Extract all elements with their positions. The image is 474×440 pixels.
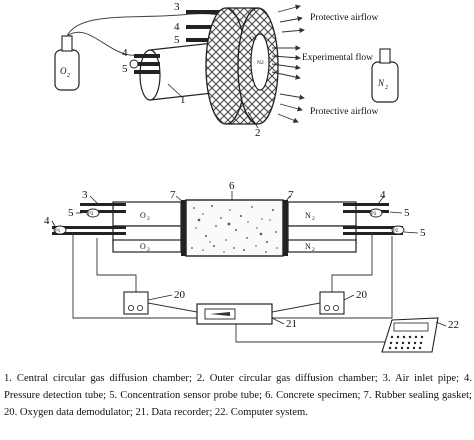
protective-airflow-top: Protective airflow bbox=[310, 12, 378, 23]
oxygen-demodulator-right bbox=[319, 291, 345, 315]
callout-20-right: 20 bbox=[356, 289, 368, 301]
gasket-left bbox=[181, 200, 186, 256]
outer-chamber: O2 N2 bbox=[205, 7, 279, 125]
right-p3: P3 bbox=[371, 212, 377, 217]
left-gas-top: O bbox=[140, 211, 146, 220]
left-gas-bottom-sub: 2 bbox=[147, 247, 150, 253]
callout-3-left: 3 bbox=[82, 189, 88, 201]
left-gas-bottom: O bbox=[140, 242, 146, 251]
o2-bottle-sub: 2 bbox=[67, 73, 70, 79]
right-gas-bottom: N bbox=[305, 242, 311, 251]
callout-21: 21 bbox=[286, 318, 297, 330]
callout-4-left: 4 bbox=[122, 47, 128, 59]
right-gas-bottom-sub: 2 bbox=[312, 247, 315, 253]
inner-n2-label: N2 bbox=[257, 60, 264, 66]
callout-4-left: 4 bbox=[44, 215, 50, 227]
data-recorder bbox=[196, 303, 273, 325]
callout-1: 1 bbox=[180, 94, 186, 106]
right-tubes: P3 P2 bbox=[343, 203, 405, 235]
left-tubes: P3 P1 bbox=[52, 203, 126, 235]
oxygen-demodulator-left bbox=[123, 291, 149, 315]
right-gas-top-sub: 2 bbox=[312, 216, 315, 222]
wiring bbox=[72, 232, 393, 343]
callout-7-right: 7 bbox=[288, 189, 294, 201]
right-gas-top: N bbox=[305, 211, 311, 220]
bottom-schematic: O 2 O 2 P3 P1 bbox=[44, 180, 459, 353]
central-chamber bbox=[139, 41, 223, 101]
top-tubes bbox=[129, 10, 224, 74]
callout-4-top: 4 bbox=[174, 21, 180, 33]
right-p2: P2 bbox=[393, 229, 399, 234]
callout-5-left: 5 bbox=[68, 207, 74, 219]
concrete-specimen bbox=[185, 199, 284, 257]
gasket-right bbox=[283, 200, 288, 256]
callout-22: 22 bbox=[448, 319, 459, 331]
experimental-flow: Experimental flow bbox=[302, 52, 373, 63]
o2-gas-bottle: O 2 bbox=[54, 35, 80, 91]
top-schematic: O 2 O2 N2 bbox=[54, 1, 399, 139]
callout-3: 3 bbox=[174, 1, 180, 13]
left-p3: P3 bbox=[88, 212, 94, 217]
callout-4-right: 4 bbox=[380, 189, 386, 201]
callout-5-right-bottom: 5 bbox=[420, 227, 426, 239]
callout-2: 2 bbox=[255, 127, 261, 139]
figure-caption: 1. Central circular gas diffusion chambe… bbox=[4, 373, 472, 418]
top-callouts: 3 4 5 4 5 1 2 bbox=[122, 1, 261, 139]
left-p1: P1 bbox=[55, 229, 61, 234]
callout-20-left: 20 bbox=[174, 289, 186, 301]
flow-arrows bbox=[271, 4, 305, 123]
left-gas-top-sub: 2 bbox=[147, 216, 150, 222]
n2-bottle-label: N bbox=[377, 78, 385, 88]
callout-5-top: 5 bbox=[174, 34, 180, 46]
callout-7-left: 7 bbox=[170, 189, 176, 201]
callout-6: 6 bbox=[229, 180, 235, 192]
callout-5-right-top: 5 bbox=[404, 207, 410, 219]
computer-system bbox=[381, 317, 439, 353]
n2-bottle-sub: 2 bbox=[385, 85, 388, 91]
n2-gas-bottle: N 2 bbox=[371, 48, 399, 103]
inner-o2-label: O2 bbox=[250, 36, 257, 42]
o2-bottle-label: O bbox=[60, 66, 67, 76]
callout-5-left: 5 bbox=[122, 63, 128, 75]
protective-airflow-bottom: Protective airflow bbox=[310, 106, 378, 117]
bottom-callouts: 6 7 7 3 5 4 4 5 5 20 20 21 22 bbox=[44, 180, 459, 331]
